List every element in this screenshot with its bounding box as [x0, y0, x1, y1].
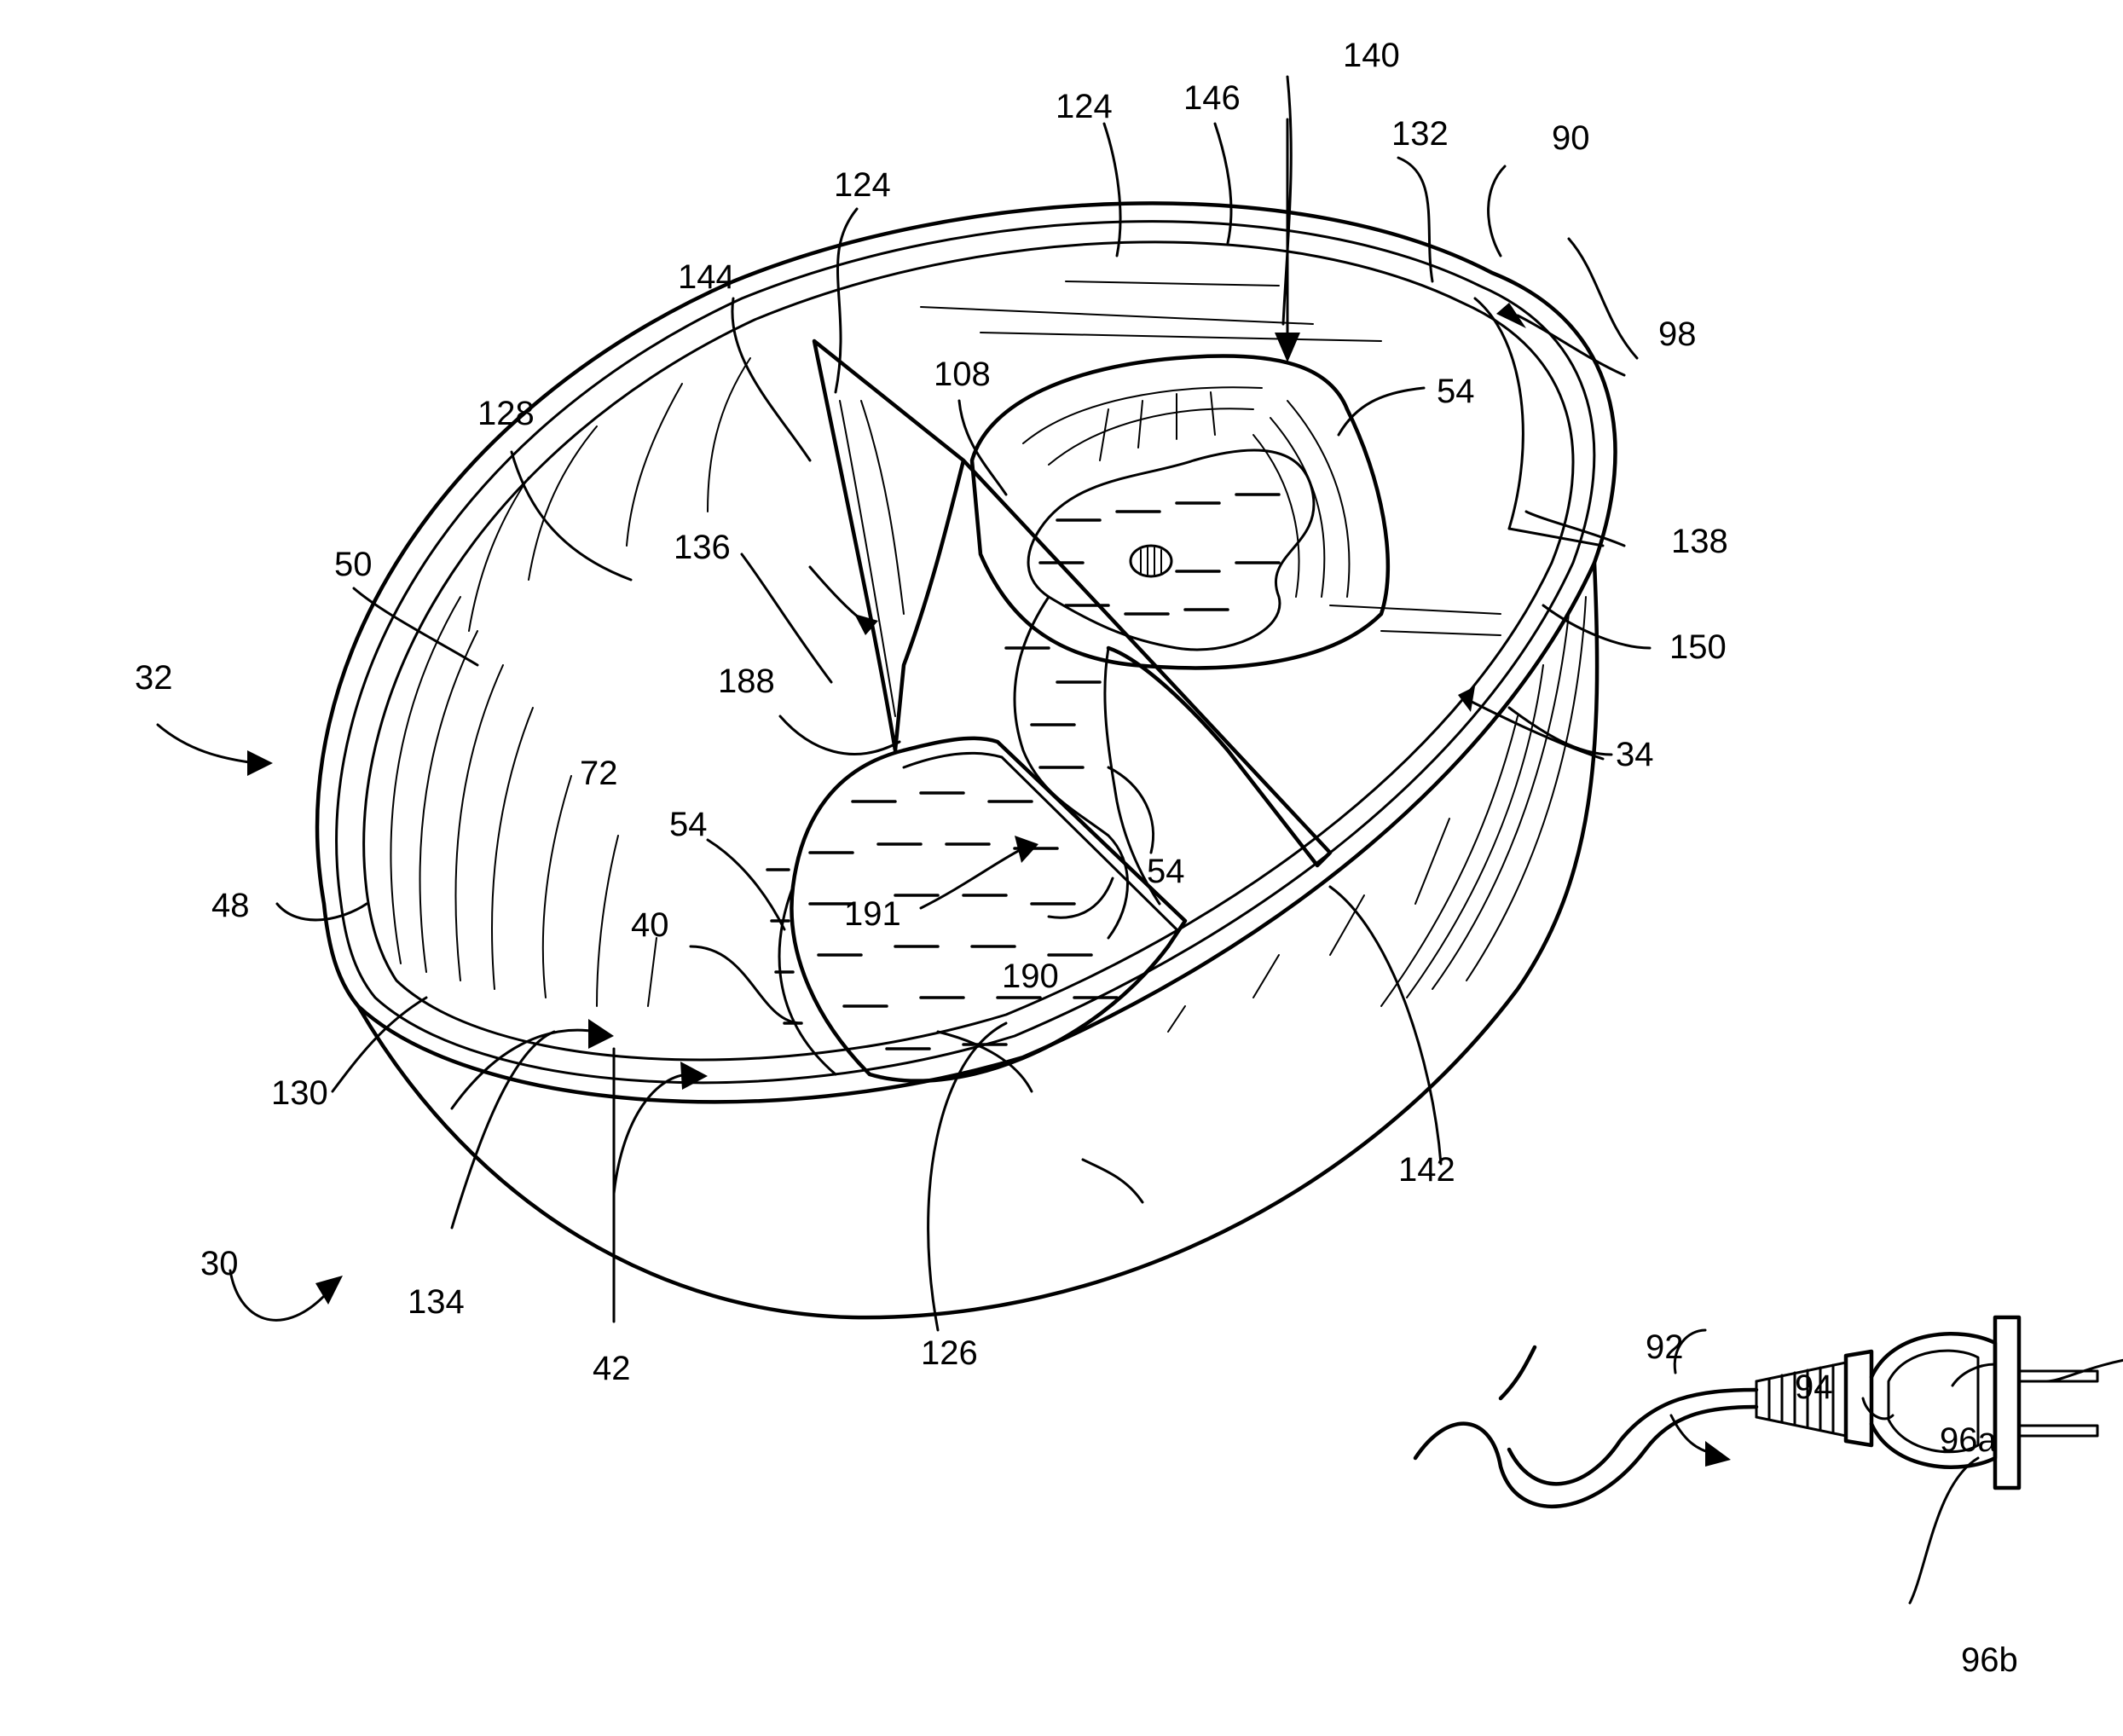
label-42: 42 [593, 1350, 631, 1387]
label-40: 40 [631, 906, 669, 944]
bowl-outer-rim [317, 203, 1615, 1102]
label-98: 98 [1658, 315, 1697, 353]
label-48: 48 [211, 887, 250, 924]
label-72: 72 [580, 755, 618, 792]
label-54-mid: 54 [1147, 853, 1185, 890]
label-142: 142 [1398, 1151, 1455, 1189]
wall-150 [1475, 298, 1523, 529]
label-130: 130 [271, 1074, 328, 1112]
bowl-inner-wall-shading [390, 358, 750, 1006]
label-50: 50 [334, 546, 373, 583]
label-150: 150 [1669, 628, 1727, 666]
label-34: 34 [1616, 736, 1654, 773]
plate-188 [904, 738, 1185, 946]
label-96a: 96a [1940, 1421, 1997, 1459]
label-126: 126 [921, 1334, 978, 1372]
bowl-lower-shell [358, 563, 1597, 1317]
label-146: 146 [1183, 79, 1241, 117]
label-30: 30 [200, 1245, 239, 1282]
basin-shading [1023, 387, 1349, 597]
label-124-top: 124 [1056, 88, 1113, 125]
label-134: 134 [408, 1283, 465, 1321]
spout-assembly [779, 298, 1603, 1081]
label-190: 190 [1002, 958, 1059, 995]
label-191: 191 [844, 895, 901, 933]
label-140: 140 [1343, 37, 1400, 74]
label-92: 92 [1646, 1328, 1684, 1366]
bowl-rim-inner-1 [337, 222, 1594, 1083]
prong-96b [2019, 1426, 2097, 1436]
label-32: 32 [135, 659, 173, 697]
label-54-left: 54 [669, 806, 708, 843]
power-cord-assembly [1415, 1317, 2097, 1507]
label-108: 108 [934, 356, 991, 393]
label-132: 132 [1391, 115, 1449, 153]
label-96b: 96b [1961, 1641, 2018, 1679]
plug-body [1846, 1351, 1871, 1445]
label-54-top: 54 [1437, 373, 1475, 410]
label-94: 94 [1795, 1369, 1833, 1406]
label-138: 138 [1671, 523, 1728, 560]
label-124-left: 124 [834, 166, 891, 204]
label-144: 144 [678, 258, 735, 296]
label-90: 90 [1552, 119, 1590, 157]
reference-labels: 140 124 146 132 90 124 98 144 108 54 128… [135, 37, 2018, 1679]
bowl-back-wall-shading [921, 281, 1501, 635]
outlet-hole [1131, 546, 1171, 576]
label-136: 136 [674, 529, 731, 566]
water-pool-upper [1028, 450, 1314, 650]
label-188: 188 [718, 663, 775, 700]
fin-144 [814, 341, 963, 750]
label-128: 128 [477, 395, 535, 432]
